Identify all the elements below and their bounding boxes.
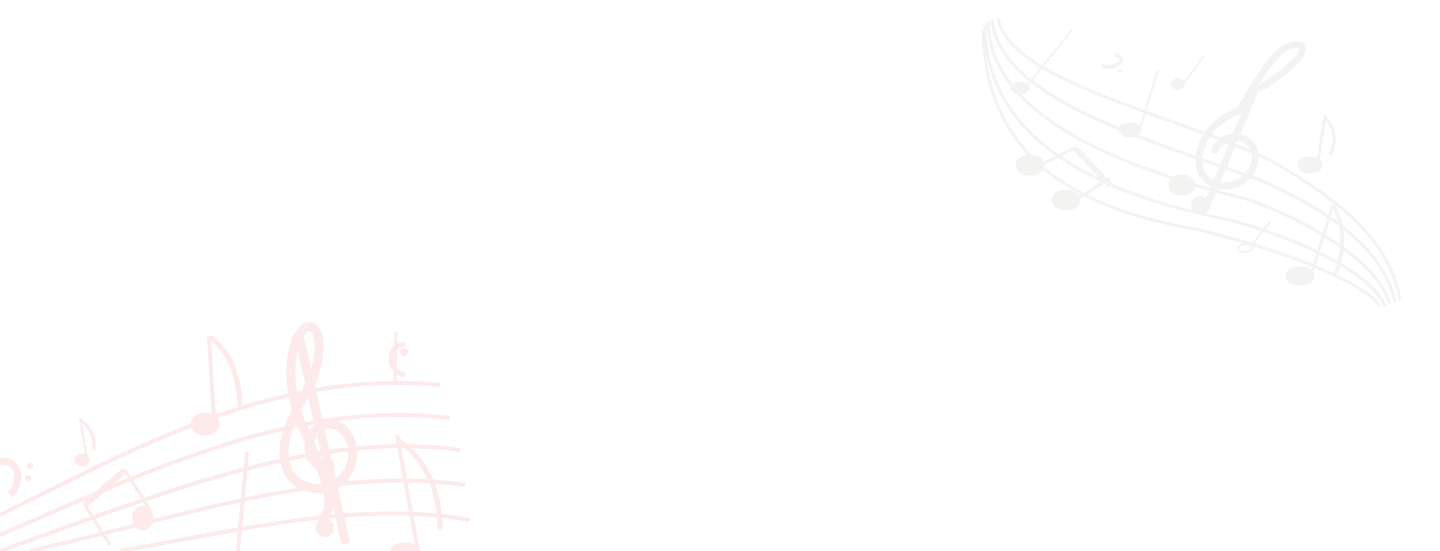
eighth-note-icon [1118, 69, 1159, 138]
sixteenth-note-icon [390, 434, 443, 551]
eighth-note-icon [1297, 114, 1336, 174]
eighth-note-icon [74, 417, 96, 467]
bass-clef-icon [0, 458, 33, 498]
beamed-notes-icon [83, 467, 154, 546]
eighth-note-icon [190, 335, 243, 436]
eighth-note-icon [1010, 29, 1073, 95]
sixteenth-note-icon [1285, 204, 1345, 286]
music-staff-pink [0, 380, 471, 551]
treble-clef-icon [279, 322, 358, 545]
cut-time-icon [388, 331, 408, 384]
music-notes-pink [0, 322, 443, 551]
eighth-note-icon [1237, 221, 1271, 253]
bass-clef-icon [1101, 53, 1123, 73]
treble-clef-icon [1191, 41, 1306, 214]
beamed-notes-icon [1015, 145, 1113, 211]
music-notes-gray [1010, 29, 1345, 286]
eighth-note-icon [1170, 55, 1205, 90]
